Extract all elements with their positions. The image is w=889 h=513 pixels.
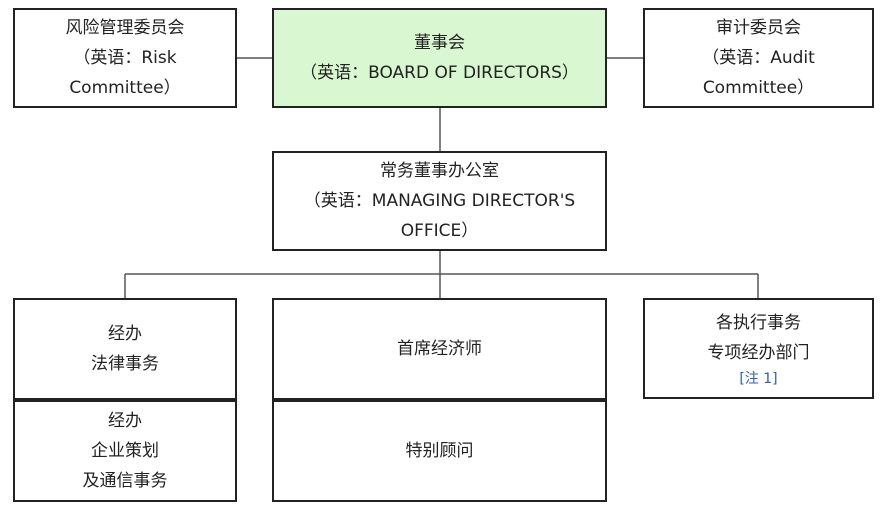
audit-committee-english-2: Committee） <box>702 78 815 98</box>
risk-committee-english-1: （英语：Risk <box>73 48 177 68</box>
risk-committee-title: 风险管理委员会 <box>65 18 185 38</box>
legal-line-2: 法律事务 <box>91 354 159 374</box>
managing-director-office-box: 常务董事办公室 （英语：MANAGING DIRECTOR'S OFFICE） <box>272 151 607 251</box>
corporate-planning-box: 经办 企业策划 及通信事务 <box>13 398 237 502</box>
md-office-english-1: （英语：MANAGING DIRECTOR'S <box>303 191 576 211</box>
audit-committee-english-1: （英语：Audit <box>702 48 815 68</box>
board-of-directors-box: 董事会 （英语：BOARD OF DIRECTORS） <box>272 8 607 108</box>
md-office-title: 常务董事办公室 <box>380 161 499 181</box>
planning-line-2: 企业策划 <box>91 441 159 461</box>
executive-departments-box: 各执行事务 专项经办部门 [注 1] <box>643 298 874 399</box>
legal-line-1: 经办 <box>108 324 142 344</box>
risk-committee-english-2: Committee） <box>69 78 181 98</box>
md-office-english-2: OFFICE） <box>400 221 479 241</box>
board-title: 董事会 <box>414 33 465 53</box>
audit-committee-title: 审计委员会 <box>716 18 801 38</box>
note-1-link[interactable]: [注 1] <box>739 370 778 387</box>
planning-line-3: 及通信事务 <box>82 471 168 491</box>
legal-affairs-box: 经办 法律事务 <box>13 298 237 400</box>
special-advisor-title: 特别顾问 <box>405 441 474 461</box>
special-advisor-box: 特别顾问 <box>272 398 607 502</box>
departments-line-1: 各执行事务 <box>716 312 801 333</box>
audit-committee-box: 审计委员会 （英语：Audit Committee） <box>643 8 874 108</box>
board-english: （英语：BOARD OF DIRECTORS） <box>300 63 579 83</box>
risk-committee-box: 风险管理委员会 （英语：Risk Committee） <box>13 8 237 108</box>
chief-economist-title: 首席经济师 <box>397 339 482 359</box>
chief-economist-box: 首席经济师 <box>272 298 607 400</box>
departments-line-2: 专项经办部门 <box>707 342 810 363</box>
planning-line-1: 经办 <box>108 411 142 431</box>
